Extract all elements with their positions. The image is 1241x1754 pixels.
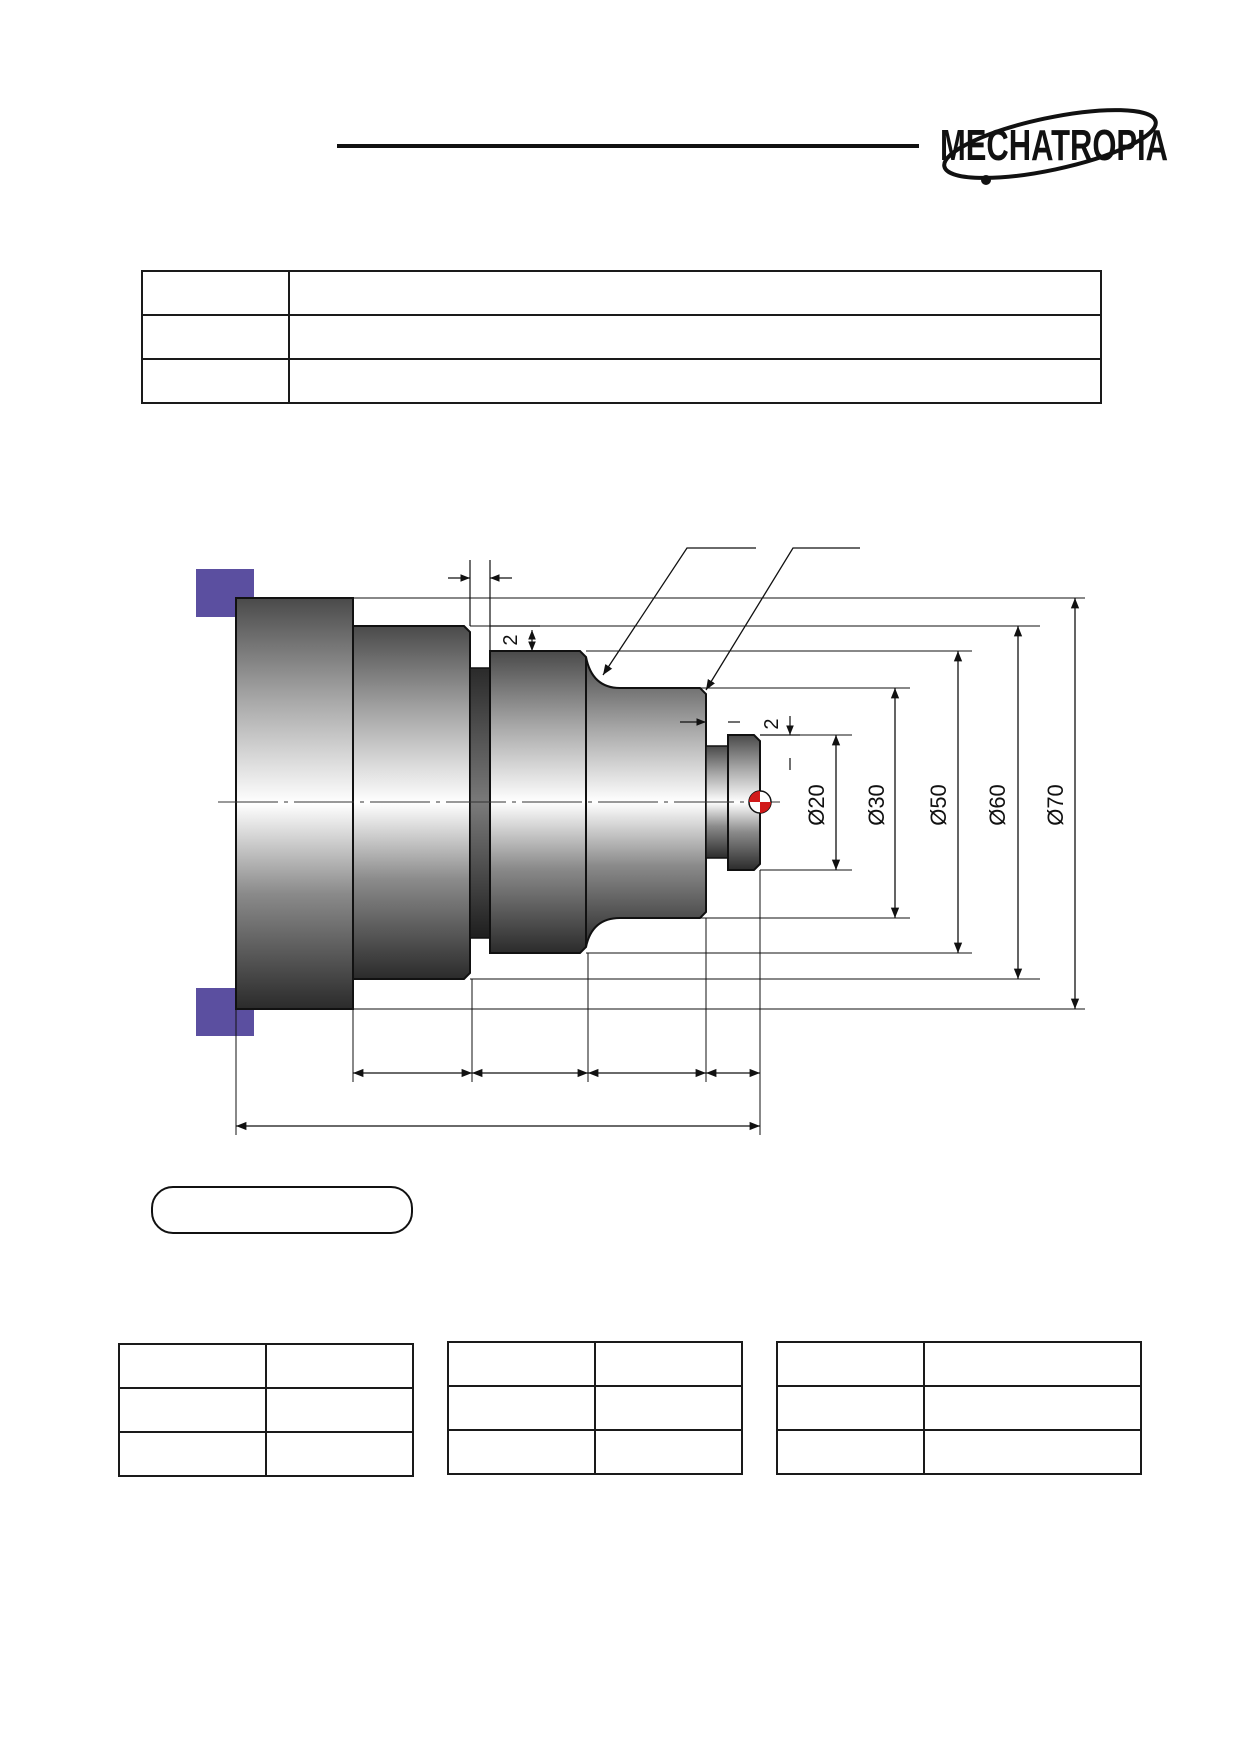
table-cell bbox=[776, 1429, 925, 1475]
table-cell bbox=[923, 1341, 1142, 1387]
step-label-right: 2 bbox=[761, 718, 783, 729]
table-cell bbox=[288, 358, 1102, 404]
dim-label-d30: Ø30 bbox=[864, 784, 889, 826]
length-dimensions bbox=[236, 1068, 760, 1131]
table-cell bbox=[594, 1385, 743, 1431]
diameter-dimensions bbox=[831, 598, 1080, 1009]
table-cell bbox=[447, 1341, 596, 1387]
table-row bbox=[447, 1429, 743, 1475]
table-row bbox=[447, 1385, 743, 1431]
extension-lines bbox=[353, 597, 1085, 1010]
table-row bbox=[776, 1341, 1142, 1387]
table-cell bbox=[265, 1431, 414, 1477]
table-row bbox=[118, 1431, 414, 1477]
table-cell bbox=[594, 1341, 743, 1387]
table-row bbox=[118, 1387, 414, 1433]
logo-text: MECHATROPIA bbox=[940, 121, 1168, 170]
table-cell bbox=[776, 1385, 925, 1431]
step-dimension-right bbox=[680, 694, 800, 770]
bottom-table-left bbox=[118, 1343, 414, 1477]
table-cell bbox=[923, 1385, 1142, 1431]
leader-line-fillet bbox=[602, 547, 756, 676]
table-row bbox=[118, 1343, 414, 1389]
undercut-groove bbox=[469, 667, 491, 939]
table-cell bbox=[594, 1429, 743, 1475]
header-rule bbox=[337, 144, 919, 148]
table-cell bbox=[118, 1387, 267, 1433]
table-row bbox=[141, 270, 1102, 316]
table-row bbox=[141, 314, 1102, 360]
table-row bbox=[776, 1429, 1142, 1475]
table-cell bbox=[141, 314, 290, 360]
table-row bbox=[447, 1341, 743, 1387]
section-d70 bbox=[235, 597, 354, 1010]
origin-marker-icon bbox=[748, 790, 772, 814]
dim-label-d50: Ø50 bbox=[926, 784, 951, 826]
table-cell bbox=[288, 270, 1102, 316]
table-cell bbox=[923, 1429, 1142, 1475]
logo-orbit-icon: MECHATROPIA bbox=[940, 108, 1168, 185]
table-cell bbox=[265, 1343, 414, 1389]
dim-label-d20: Ø20 bbox=[804, 784, 829, 826]
table-row bbox=[776, 1385, 1142, 1431]
step-label-top: 2 bbox=[500, 634, 522, 645]
table-cell bbox=[447, 1385, 596, 1431]
table-cell bbox=[288, 314, 1102, 360]
dim-label-d60: Ø60 bbox=[985, 784, 1010, 826]
table-cell bbox=[141, 358, 290, 404]
table-row bbox=[141, 358, 1102, 404]
step-dimension-top bbox=[448, 560, 540, 651]
table-cell bbox=[447, 1429, 596, 1475]
dim-label-d70: Ø70 bbox=[1043, 784, 1068, 826]
table-cell bbox=[265, 1387, 414, 1433]
length-extension-lines bbox=[235, 870, 761, 1135]
section-label-box bbox=[151, 1186, 413, 1234]
table-cell bbox=[776, 1341, 925, 1387]
mechatropia-logo: MECHATROPIA bbox=[930, 98, 1180, 188]
table-cell bbox=[118, 1343, 267, 1389]
leader-line-chamfer bbox=[705, 547, 860, 691]
bottom-table-middle bbox=[447, 1341, 743, 1475]
bottom-table-right bbox=[776, 1341, 1142, 1475]
table-cell bbox=[141, 270, 290, 316]
table-cell bbox=[118, 1431, 267, 1477]
header-info-table bbox=[141, 270, 1102, 404]
